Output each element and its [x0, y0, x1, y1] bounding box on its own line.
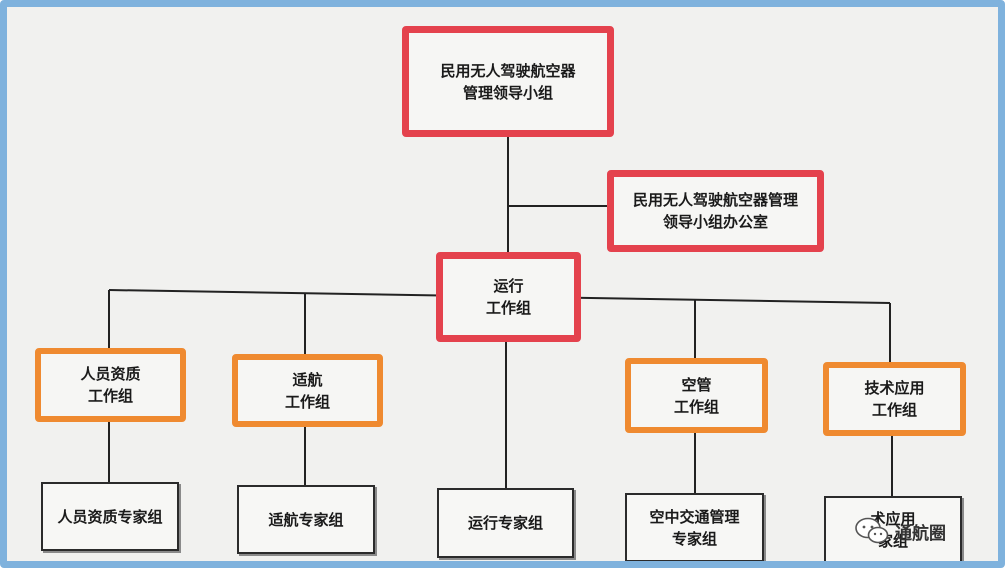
operation-experts-label: 运行专家组 — [467, 514, 543, 532]
personnel-experts-label: 人员资质专家组 — [57, 507, 163, 526]
tech-app-group-box: 技术应用 工作组 — [823, 362, 966, 436]
atc-group-box: 空管 工作组 — [625, 358, 768, 433]
airworthiness-group-label: 适航 工作组 — [284, 370, 330, 411]
airworthiness-experts-box: 适航专家组 — [237, 485, 375, 554]
airworthiness-experts-label: 适航专家组 — [268, 510, 344, 529]
leadership-group-label: 民用无人驾驶航空器 管理领导小组 — [440, 61, 576, 102]
personnel-group-box: 人员资质 工作组 — [35, 348, 186, 422]
watermark-text: 通航圈 — [895, 523, 946, 544]
operation-group-box: 运行 工作组 — [436, 252, 581, 342]
leadership-office-label: 民用无人驾驶航空器管理 领导小组办公室 — [632, 191, 798, 231]
atc-group-label: 空管 工作组 — [673, 375, 719, 416]
operation-group-label: 运行 工作组 — [485, 277, 531, 317]
leadership-office-box: 民用无人驾驶航空器管理 领导小组办公室 — [607, 170, 824, 252]
tech-app-group-label: 技术应用 工作组 — [864, 379, 925, 419]
wechat-icon — [855, 517, 889, 544]
personnel-group-label: 人员资质 工作组 — [80, 365, 141, 405]
watermark: 通航圈 — [855, 517, 946, 545]
leadership-group-box: 民用无人驾驶航空器 管理领导小组 — [402, 26, 614, 137]
atc-experts-box: 空中交通管理 专家组 — [625, 493, 764, 561]
operation-experts-box: 运行专家组 — [437, 488, 574, 558]
airworthiness-group-box: 适航 工作组 — [232, 354, 383, 427]
atc-experts-label: 空中交通管理 专家组 — [649, 507, 740, 548]
personnel-experts-box: 人员资质专家组 — [41, 482, 179, 551]
tech-app-experts-box: 术应用 家组 — [824, 496, 962, 561]
